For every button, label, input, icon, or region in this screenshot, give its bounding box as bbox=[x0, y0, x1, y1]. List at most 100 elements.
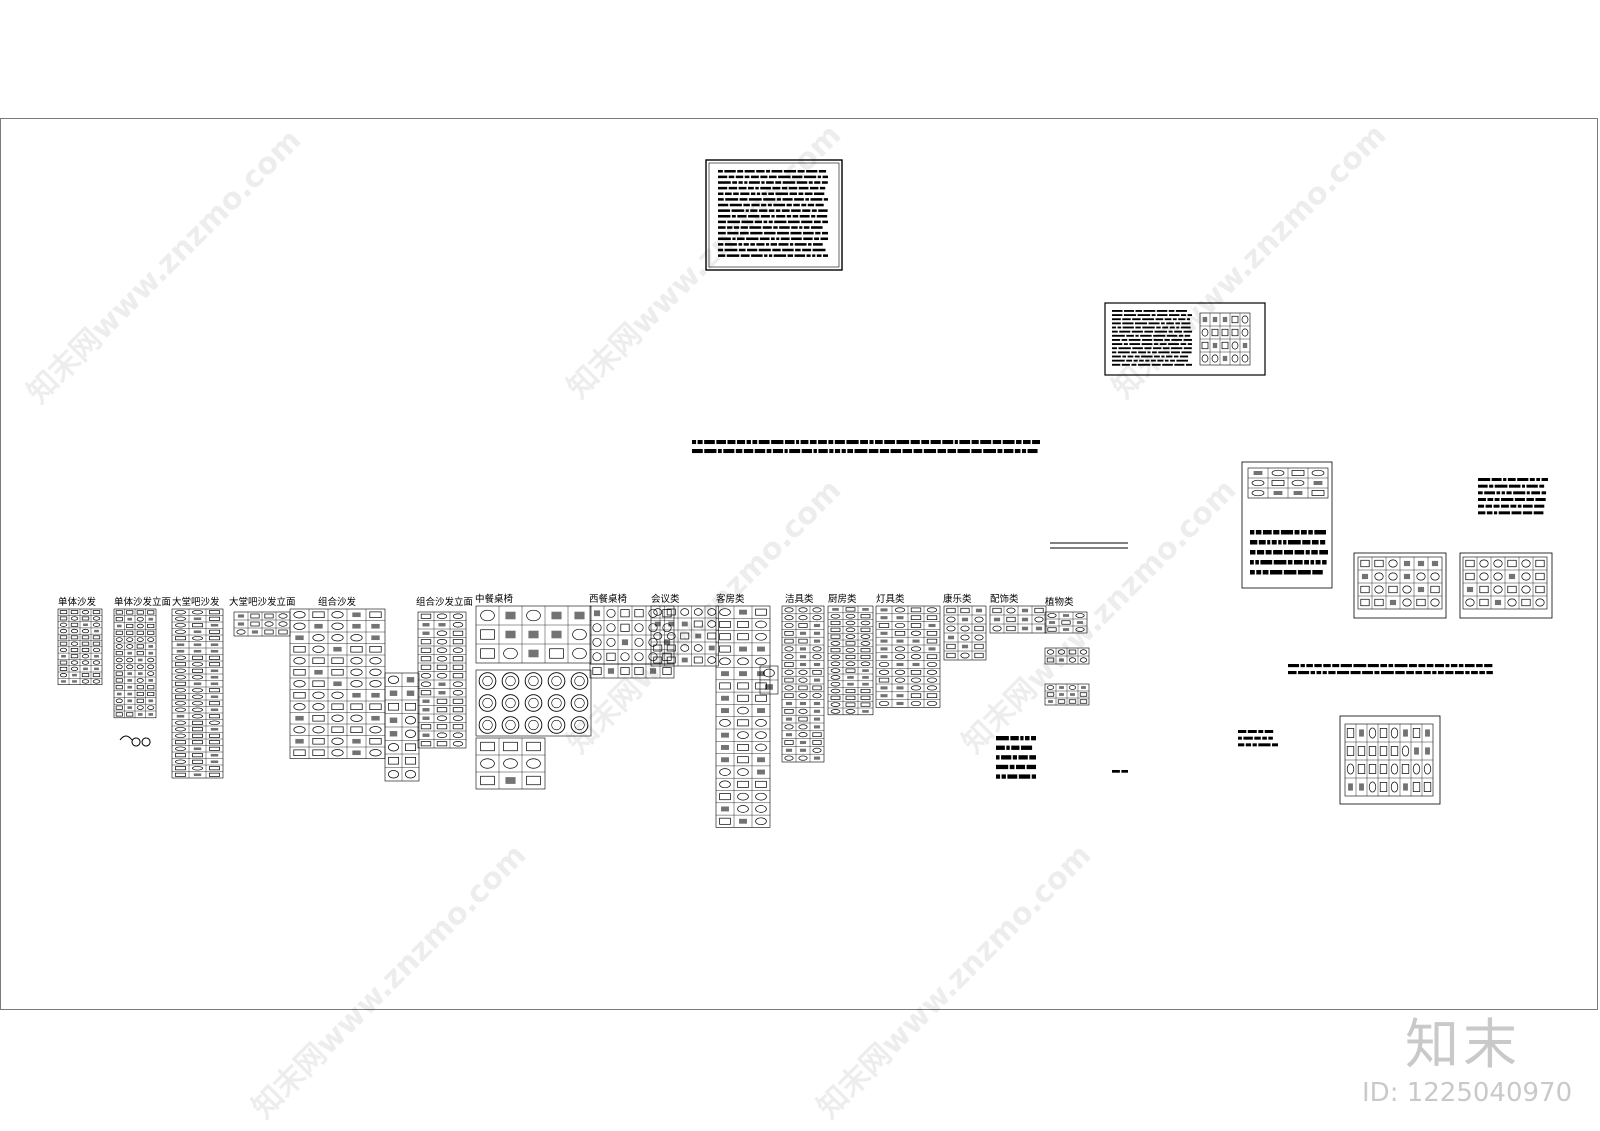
single-sofa-elev-sheet-symbol bbox=[126, 712, 134, 717]
people-sheet-figures-symbol bbox=[1379, 764, 1388, 774]
combo-sofa-sheet-symbol bbox=[352, 750, 361, 756]
sanitary-sheet-symbol bbox=[799, 748, 807, 752]
top-sheet-content bbox=[733, 226, 740, 229]
right-sheet-text bbox=[1138, 351, 1146, 354]
category-label-accessories: 配饰类 bbox=[990, 594, 1019, 605]
small-block-right bbox=[1238, 743, 1245, 747]
sanitary-sheet-symbol bbox=[812, 654, 822, 660]
landscape-sheet-a-text bbox=[1297, 570, 1311, 575]
vehicle-strip bbox=[1395, 671, 1405, 675]
accessories-sheet-symbol bbox=[1006, 625, 1016, 632]
round-table-sheet bbox=[475, 669, 592, 737]
people-sheet-figures-symbol bbox=[1357, 764, 1366, 774]
single-sofa-sheet-symbol bbox=[70, 660, 79, 665]
top-sheet-content bbox=[773, 254, 787, 257]
lobby-bar-sofa-elev-sheet-symbol bbox=[251, 630, 259, 634]
right-sheet-text bbox=[1143, 310, 1156, 312]
single-sofa-sheet-symbol bbox=[59, 616, 68, 621]
small-block-right bbox=[1252, 743, 1257, 747]
right-sheet-text bbox=[1141, 355, 1153, 358]
plant-elev-sheet-b-symbol bbox=[1507, 585, 1517, 594]
chinese-dining-sheet-a-symbol bbox=[572, 628, 587, 641]
lobby-bar-sofa-elev-sheet-symbol bbox=[250, 621, 260, 627]
right-sheet-text bbox=[1168, 310, 1175, 312]
right-sheet-text bbox=[1153, 343, 1159, 346]
plant-elev-sheet-b-symbol bbox=[1493, 559, 1503, 568]
plant-elev-sheet-b-symbol bbox=[1465, 572, 1475, 581]
single-sofa-sheet-symbol bbox=[59, 641, 68, 646]
plant-elev-sheet-symbol bbox=[1374, 598, 1384, 607]
elevation-strip bbox=[735, 449, 743, 454]
right-sheet-text bbox=[1123, 343, 1128, 346]
lobby-bar-sofa-sheet-symbol bbox=[209, 662, 220, 667]
kitchen-sheet-symbol bbox=[832, 608, 839, 611]
western-dining-sheet-symbol bbox=[606, 637, 616, 647]
elevation-strip bbox=[829, 449, 834, 454]
combo-sofa-sheet-symbol bbox=[369, 703, 382, 710]
sanitary-sheet-symbol bbox=[798, 693, 808, 699]
right-sheet-text bbox=[1135, 334, 1139, 337]
lobby-bar-sofa-sheet-symbol bbox=[175, 636, 186, 641]
top-sheet-content bbox=[724, 170, 736, 173]
conference-sheet bbox=[650, 605, 719, 667]
right-sheet-text bbox=[1168, 330, 1173, 333]
single-sofa-elev-sheet-symbol bbox=[127, 706, 133, 709]
lighting-sheet-symbol bbox=[880, 686, 888, 690]
lobby-bar-sofa-sheet-symbol bbox=[192, 623, 203, 628]
right-sheet-text bbox=[1126, 334, 1134, 337]
single-sofa-elev-sheet-symbol bbox=[115, 651, 123, 656]
top-sheet-content bbox=[756, 243, 765, 246]
top-sheet-content bbox=[777, 231, 789, 235]
sanitary-sheet-symbol bbox=[799, 647, 807, 651]
right-sheet-text bbox=[1171, 351, 1180, 354]
recreation-sheet-symbol bbox=[946, 643, 956, 650]
right-sheet-text bbox=[1118, 347, 1131, 350]
sanitary-sheet-symbol bbox=[812, 669, 822, 675]
right-sheet-text bbox=[1144, 330, 1153, 333]
landscape-sheet-a-text bbox=[1265, 550, 1272, 555]
right-sheet-text bbox=[1134, 355, 1140, 358]
elevation-strip bbox=[896, 440, 910, 445]
plant-top-right bbox=[1478, 484, 1488, 488]
small-block-center bbox=[1006, 745, 1010, 750]
combo-sofa-sheet-symbol bbox=[293, 749, 306, 756]
guestroom-sheet-symbol bbox=[755, 805, 767, 813]
single-sofa-sheet-symbol bbox=[59, 635, 68, 640]
plant-elev-sheet-b-symbol bbox=[1479, 572, 1489, 581]
round-table-symbol bbox=[482, 719, 493, 731]
sanitary-sheet-symbol bbox=[813, 701, 821, 706]
category-label-lobby-bar-sofa-elev: 大堂吧沙发立面 bbox=[229, 597, 296, 608]
guestroom-sheet-symbol bbox=[755, 657, 767, 666]
combo-sofa-sheet-symbol bbox=[293, 680, 306, 688]
guestroom-sheet-symbol bbox=[737, 768, 749, 776]
lobby-bar-sofa-elev-sheet-symbol bbox=[264, 621, 274, 627]
top-sheet-content bbox=[776, 215, 786, 218]
plants-sheet-a-symbol bbox=[1047, 627, 1057, 632]
right-sheet-text bbox=[1183, 347, 1192, 350]
people-sheet-figures-symbol bbox=[1390, 781, 1399, 793]
right-sheet-symbols-symbol bbox=[1231, 354, 1239, 363]
right-sheet-text bbox=[1112, 334, 1125, 337]
combo-sofa-elev-sheet-symbol bbox=[420, 647, 432, 653]
lighting-sheet-symbol bbox=[910, 607, 922, 613]
lighting-sheet-symbol bbox=[926, 638, 938, 644]
combo-sofa-sheet-symbol bbox=[293, 611, 306, 619]
combo-sofa-sheet-symbol bbox=[369, 611, 382, 618]
lighting-sheet-symbol bbox=[878, 677, 890, 683]
landscape-sheet-a-text bbox=[1310, 560, 1315, 565]
plant-top-right bbox=[1531, 491, 1541, 495]
conference-sheet-symbol bbox=[695, 633, 702, 639]
top-sheet-content bbox=[731, 209, 745, 212]
elevation-strip bbox=[789, 449, 801, 454]
single-sofa-sheet-symbol bbox=[81, 654, 90, 659]
small-block-center bbox=[1012, 755, 1017, 760]
lighting-sheet-symbol bbox=[926, 630, 938, 636]
single-sofa-elev-sheet-symbol bbox=[136, 616, 144, 622]
accessories-sheet-symbol bbox=[992, 625, 1002, 632]
right-sheet-text bbox=[1124, 310, 1135, 312]
landscape-sheet-a-text bbox=[1302, 540, 1311, 545]
plant-elev-frame-b bbox=[1459, 552, 1553, 619]
lobby-bar-sofa-sheet-symbol bbox=[192, 753, 203, 758]
conference-sheet-symbol bbox=[707, 632, 717, 640]
guestroom-sheet-symbol bbox=[737, 633, 749, 641]
